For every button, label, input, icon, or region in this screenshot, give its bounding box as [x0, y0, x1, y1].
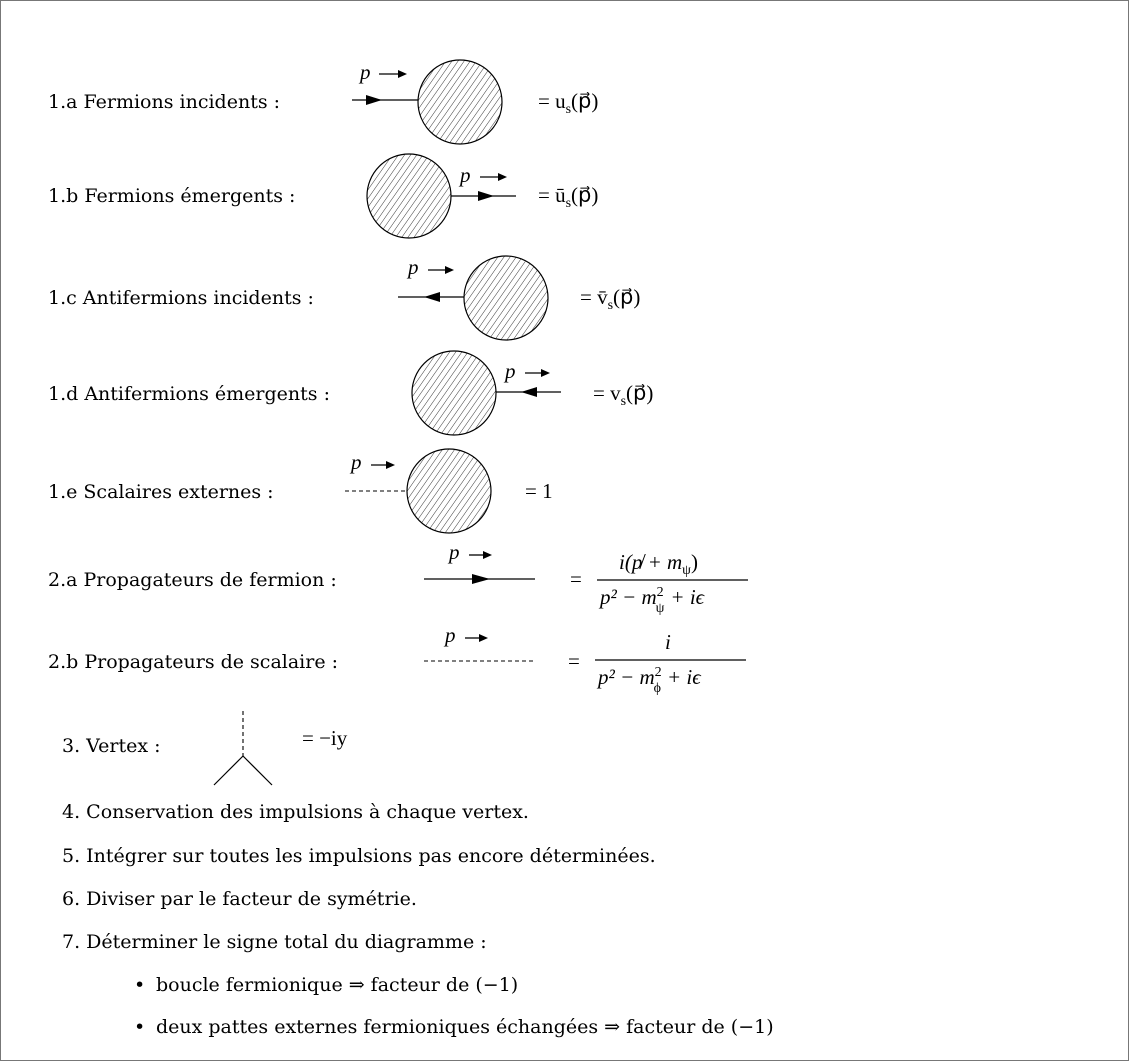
rule-1d-value: = vs(p⃗): [593, 381, 653, 409]
bullet-icon: •: [134, 974, 145, 996]
rule-1b: 1.b Fermions émergents : p = ūs(p⃗): [48, 153, 598, 239]
bullet-item: boucle fermionique ⇒ facteur de (−1): [156, 974, 518, 996]
list-item: 6. Diviser par le facteur de symétrie.: [62, 888, 417, 910]
rule-1b-value: = ūs(p⃗): [538, 183, 598, 211]
list-item: 4. Conservation des impulsions à chaque …: [62, 801, 529, 823]
rule-2b-equals: =: [568, 649, 580, 673]
blob-icon: [417, 59, 503, 145]
rule-1c-momentum: p: [406, 255, 419, 279]
rule-1e-value: = 1: [525, 479, 553, 503]
rule-1a-label: 1.a Fermions incidents :: [48, 91, 280, 113]
rule-2b-numerator: i: [665, 630, 671, 654]
rule-2a: 2.a Propagateurs de fermion : p = i(p̸ +…: [48, 540, 748, 616]
blob-icon: [411, 350, 497, 436]
rule-1a: 1.a Fermions incidents : p = us(p⃗): [48, 59, 598, 145]
vertex-icon: [213, 711, 273, 786]
rule-1c: 1.c Antifermions incidents : p = v̄s(p⃗): [48, 255, 640, 341]
rule-2a-equals: =: [570, 567, 582, 591]
rule-2b-momentum: p: [443, 623, 456, 647]
rule-2a-label: 2.a Propagateurs de fermion :: [48, 569, 337, 591]
momentum-arrow-icon: [465, 634, 488, 642]
blob-icon: [366, 153, 452, 239]
rule-3-label: 3. Vertex :: [62, 735, 161, 757]
rule-1c-value: = v̄s(p⃗): [580, 285, 640, 313]
list-item: 7. Déterminer le signe total du diagramm…: [62, 931, 487, 953]
momentum-arrow-icon: [469, 551, 492, 559]
fermion-arrow-icon: [366, 95, 382, 105]
rule-3: 3. Vertex : = −iy: [62, 711, 348, 786]
rule-1e-label: 1.e Scalaires externes :: [48, 481, 274, 503]
bullet-item: deux pattes externes fermioniques échang…: [156, 1016, 774, 1038]
momentum-arrow-icon: [428, 266, 454, 274]
rule-3-value: = −iy: [302, 726, 348, 750]
momentum-arrow-icon: [371, 461, 395, 469]
rule-2a-numerator: i(p̸ + mψ): [619, 550, 698, 578]
fermion-arrow-icon: [472, 574, 490, 584]
antifermion-arrow-icon: [424, 292, 440, 302]
rule-1a-value: = us(p⃗): [538, 89, 598, 117]
rule-2b-label: 2.b Propagateurs de scalaire :: [48, 651, 338, 673]
rule-1c-label: 1.c Antifermions incidents :: [48, 287, 314, 309]
rule-2a-momentum: p: [447, 540, 460, 564]
rule-1d-momentum: p: [503, 359, 516, 383]
rule-1e: 1.e Scalaires externes : p = 1: [48, 448, 553, 534]
rule-1d-label: 1.d Antifermions émergents :: [48, 383, 330, 405]
rule-1d: 1.d Antifermions émergents : p = vs(p⃗): [48, 350, 653, 436]
blob-icon: [463, 255, 549, 341]
list-item: 5. Intégrer sur toutes les impulsions pa…: [62, 845, 656, 867]
rule-1b-momentum: p: [458, 163, 471, 187]
rule-1b-label: 1.b Fermions émergents :: [48, 185, 295, 207]
rule-2b: 2.b Propagateurs de scalaire : p = i p² …: [48, 623, 746, 696]
rule-1a-momentum: p: [358, 60, 371, 84]
blob-icon: [406, 448, 492, 534]
momentum-arrow-icon: [379, 70, 407, 78]
momentum-arrow-icon: [480, 173, 507, 181]
bullet-icon: •: [134, 1016, 145, 1038]
fermion-arrow-icon: [478, 191, 494, 201]
momentum-arrow-icon: [525, 369, 550, 377]
rule-1e-momentum: p: [349, 450, 362, 474]
antifermion-arrow-icon: [521, 387, 537, 397]
